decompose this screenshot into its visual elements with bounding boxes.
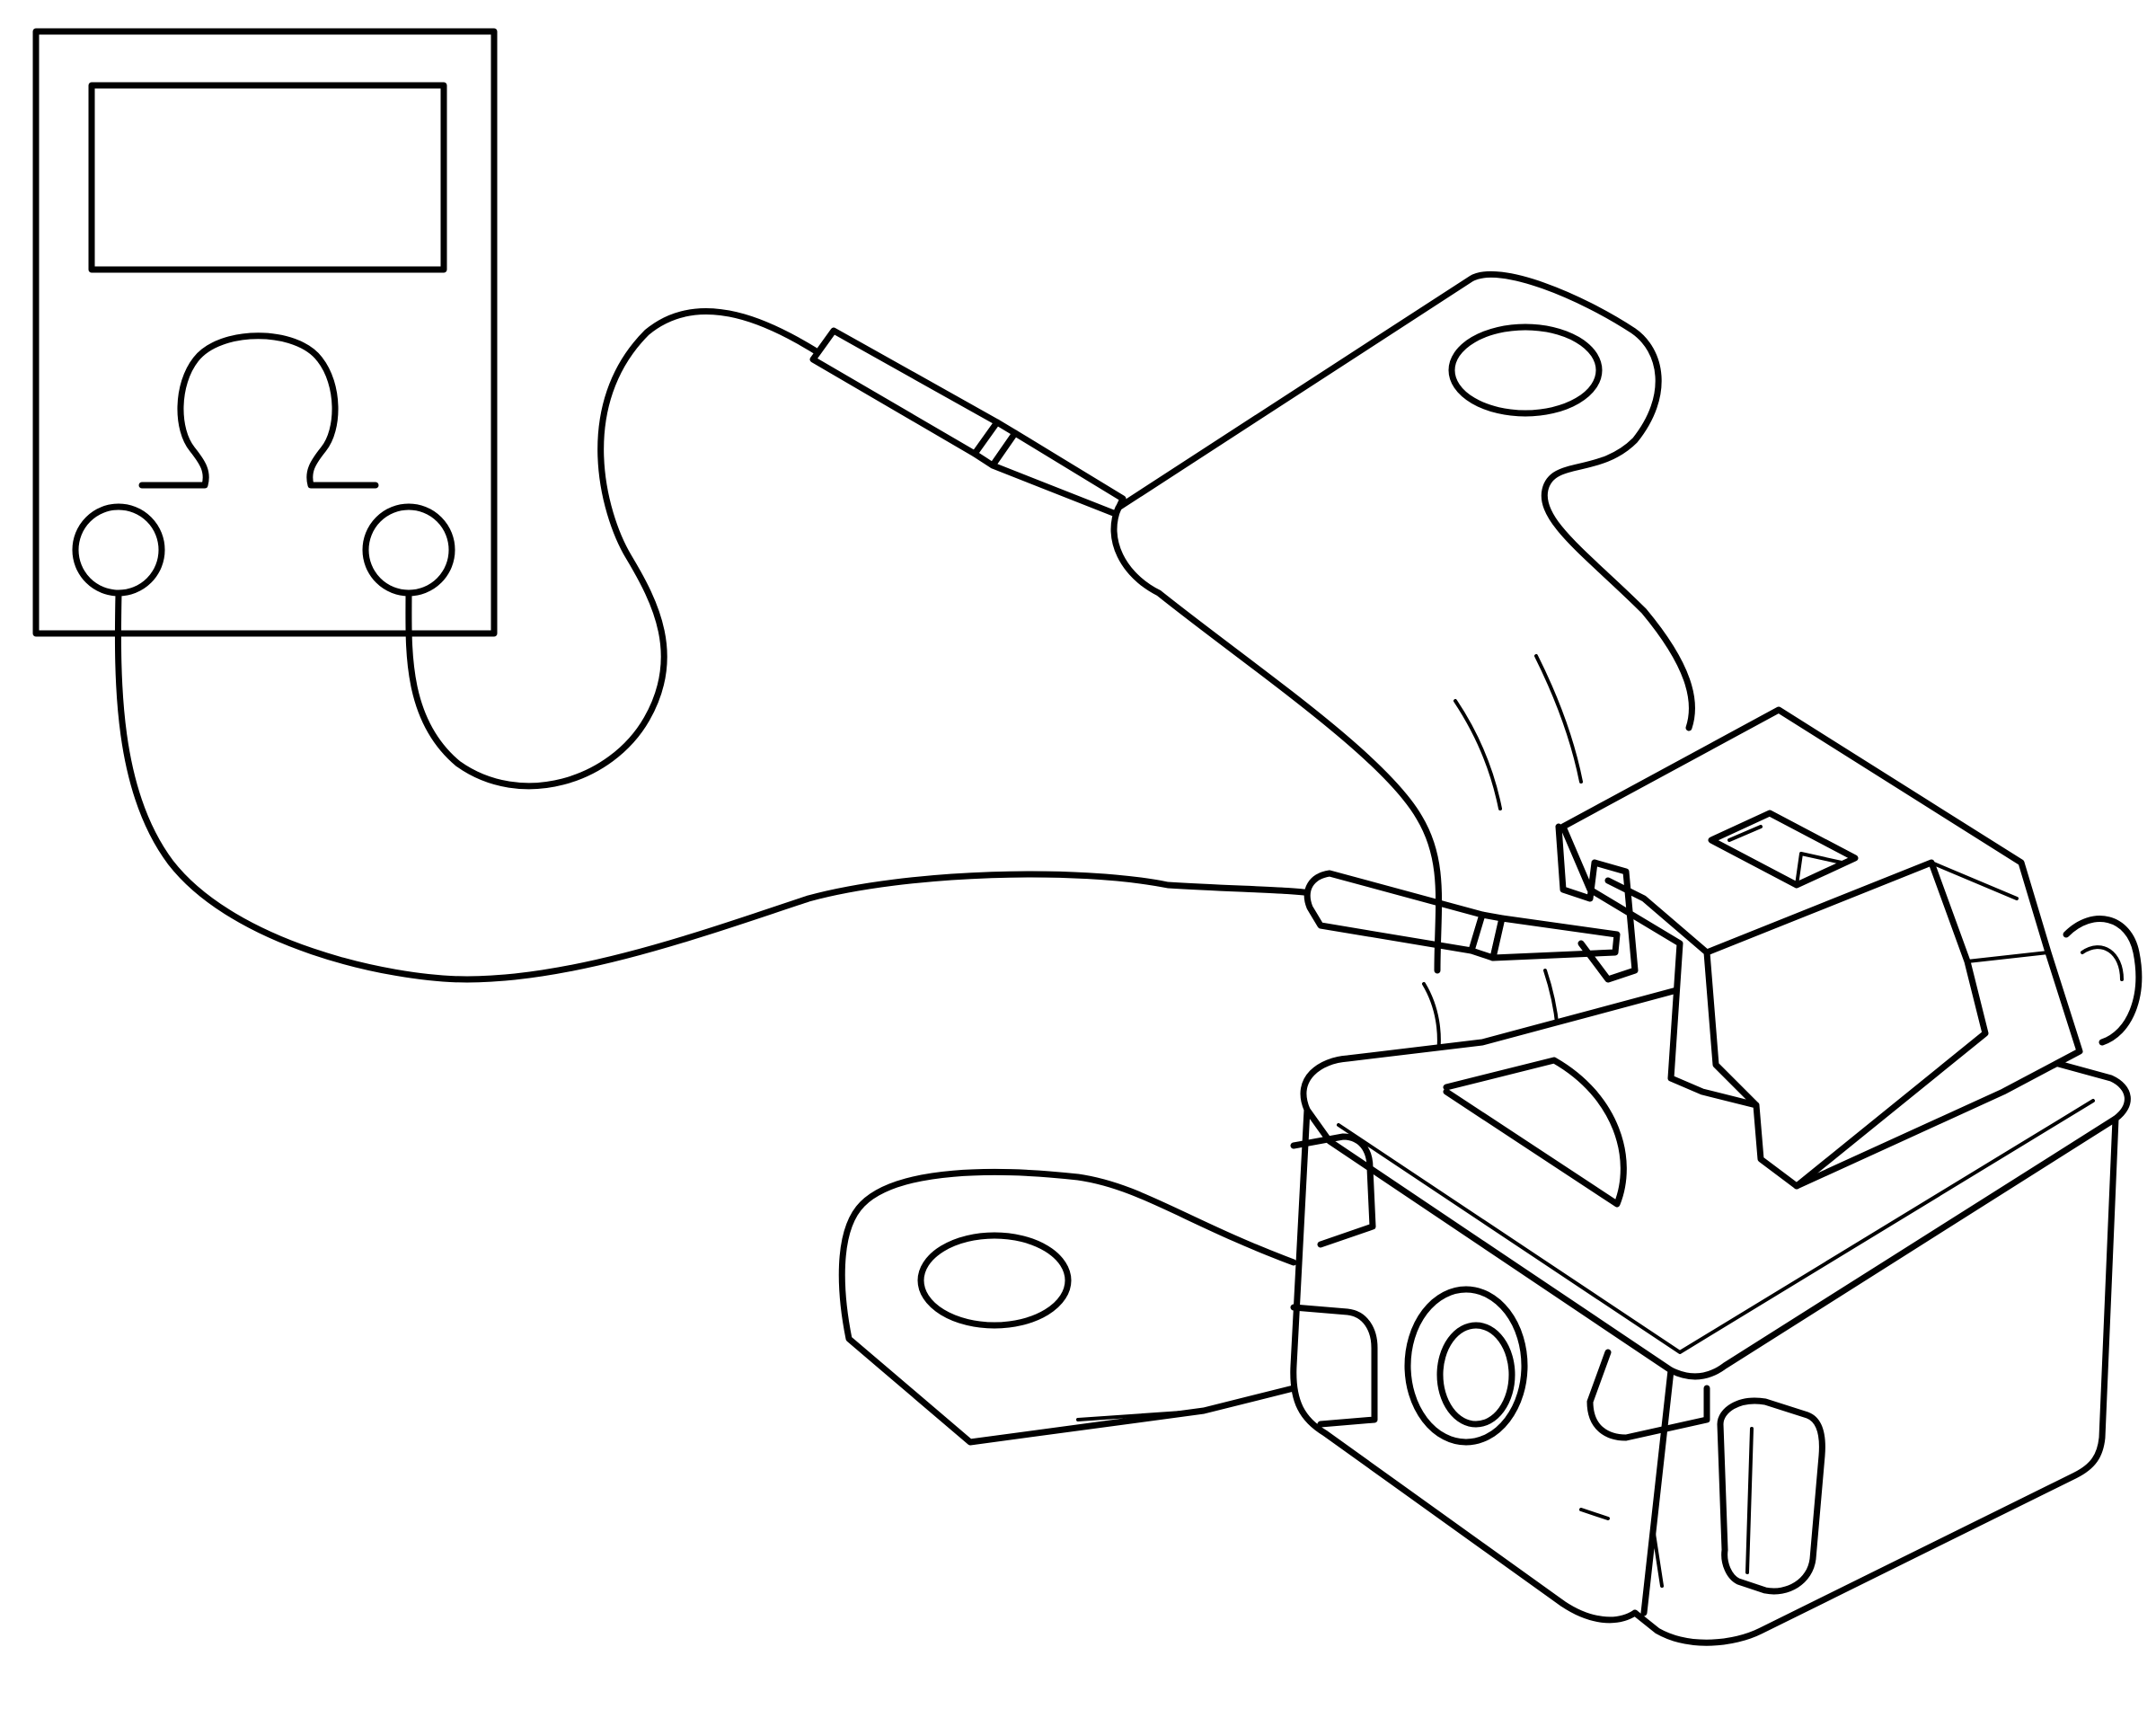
multimeter-jack-left [72, 503, 165, 597]
test-lead-lower [114, 589, 1320, 983]
terminal-slot [1708, 810, 1859, 889]
bracket-contour-line [1534, 654, 1583, 784]
side-knob [2063, 916, 2143, 1046]
housing-top-inner-edge [1337, 1099, 2095, 1354]
front-clip-line [1745, 1427, 1754, 1574]
probe-upper-handle [809, 327, 1001, 457]
connector-clip [1555, 823, 1639, 983]
front-clip [1717, 1397, 1825, 1595]
probe-lower [1303, 870, 1621, 961]
multimeter-display [88, 82, 447, 273]
terminal-block [1560, 706, 2083, 1190]
tested-component [838, 270, 2143, 1646]
probe-lower-tip [1489, 915, 1621, 961]
front-adjust-screw-outer [1404, 1286, 1528, 1446]
multimeter [32, 28, 498, 637]
probe-upper [809, 327, 1127, 518]
front-tab-lower [1290, 1304, 1378, 1428]
housing-right-face [1631, 1115, 2119, 1646]
side-knob-inner [2081, 945, 2124, 981]
upper-mounting-bracket [1110, 270, 1695, 974]
test-leads [114, 308, 1320, 983]
test-lead-upper [405, 308, 826, 790]
upper-mounting-hole [1448, 323, 1603, 417]
terminal-block-edge [1930, 861, 2050, 963]
lower-mounting-hole [917, 1232, 1072, 1329]
lug-edge-line [1076, 1395, 1255, 1421]
bracket-contour-line [1454, 699, 1502, 810]
front-tab-upper [1290, 1133, 1376, 1248]
ohm-symbol-icon [138, 332, 379, 489]
front-adjust-screw-inner [1436, 1322, 1515, 1428]
terminal-slot-inner [1727, 825, 1843, 887]
front-recess [1586, 1349, 1710, 1441]
housing-bottom-detail [1579, 1508, 1664, 1588]
probe-upper-tip [989, 429, 1127, 518]
housing-window [1443, 1057, 1627, 1208]
lower-mounting-bracket [838, 1168, 1297, 1446]
probe-lower-handle [1303, 870, 1486, 954]
multimeter-jack-right [362, 503, 455, 597]
